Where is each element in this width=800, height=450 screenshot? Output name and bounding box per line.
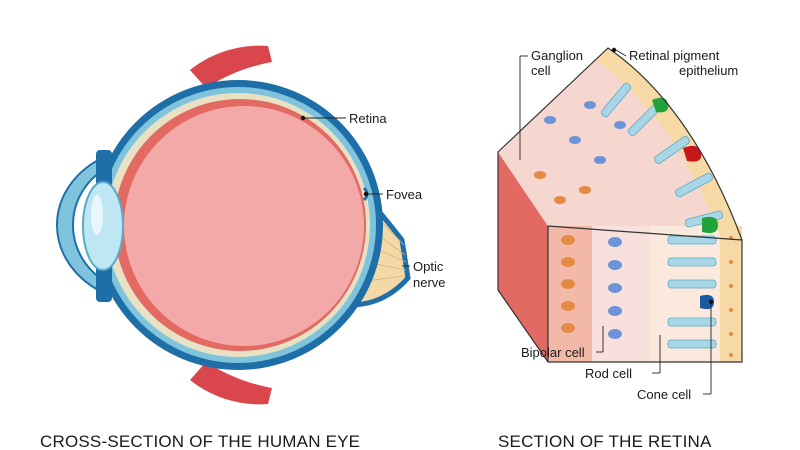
pigment-nuclei [729,236,733,357]
lens-highlight [91,195,103,235]
eye-cross-section: Retina Fovea Optic nerve CROSS-SECTION O… [40,45,446,450]
label-bipolar: Bipolar cell [521,345,585,360]
ganglion-layer [548,226,592,362]
caption-eye: CROSS-SECTION OF THE HUMAN EYE [40,432,360,450]
ganglion-cells [534,171,591,333]
iris-bottom [96,262,112,302]
bipolar-layer [592,226,650,362]
photoreceptor-layer [650,226,720,362]
bipolar-cells [544,101,626,339]
rod-cells [600,82,724,349]
label-cone: Cone cell [637,387,691,402]
label-fovea: Fovea [386,187,423,202]
label-rpe-2: epithelium [679,63,738,78]
label-rod: Rod cell [585,366,632,381]
inferior-muscle [190,362,272,405]
retina-section: Ganglion cell Retinal pigment epithelium… [497,47,743,450]
lens [82,181,124,271]
cone-red [683,145,702,162]
label-ganglion-2: cell [531,63,551,78]
cone-blue [700,294,714,310]
pigment-layer [720,226,742,362]
label-ganglion-1: Ganglion [531,48,583,63]
vitreous-body [124,106,364,346]
caption-retina: SECTION OF THE RETINA [498,432,712,450]
section-outline [497,47,743,363]
cone-green-2 [652,97,669,113]
pigment-arc [596,48,742,240]
iris-top [96,150,112,190]
section-left-face [498,152,548,362]
cone-green [702,216,718,234]
label-rpe-1: Retinal pigment [629,48,720,63]
label-optic-nerve-1: Optic [413,259,444,274]
label-optic-nerve-2: nerve [413,275,446,290]
label-retina: Retina [349,111,387,126]
superior-muscle [190,45,272,88]
